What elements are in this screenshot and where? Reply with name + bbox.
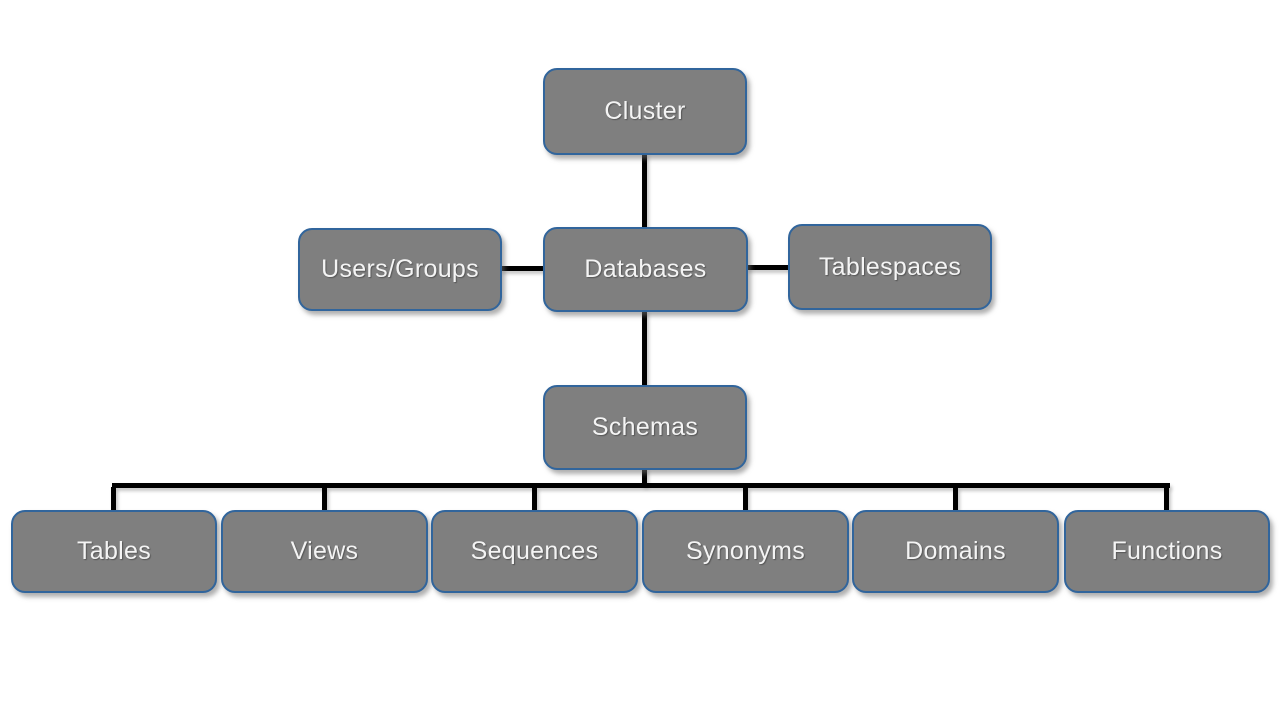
node-schemas: Schemas [543, 385, 747, 470]
node-tablespaces: Tablespaces [788, 224, 992, 310]
node-views: Views [221, 510, 428, 593]
connector-bus-domains [953, 487, 958, 512]
node-functions: Functions [1064, 510, 1270, 593]
connector-users-databases [500, 266, 545, 271]
connector-bus-line [112, 483, 1170, 488]
connector-schemas-bus [642, 468, 647, 486]
node-users-groups: Users/Groups [298, 228, 502, 311]
connector-cluster-databases [642, 153, 647, 231]
connector-bus-tables [111, 487, 116, 512]
connector-bus-sequences [532, 487, 537, 512]
node-cluster: Cluster [543, 68, 747, 155]
connector-bus-views [322, 487, 327, 512]
connector-databases-schemas [642, 310, 647, 388]
connector-databases-tablespaces [746, 265, 790, 270]
node-synonyms: Synonyms [642, 510, 849, 593]
node-sequences: Sequences [431, 510, 638, 593]
node-domains: Domains [852, 510, 1059, 593]
node-databases: Databases [543, 227, 748, 312]
node-tables: Tables [11, 510, 217, 593]
connector-bus-functions [1164, 487, 1169, 512]
connector-bus-synonyms [743, 487, 748, 512]
